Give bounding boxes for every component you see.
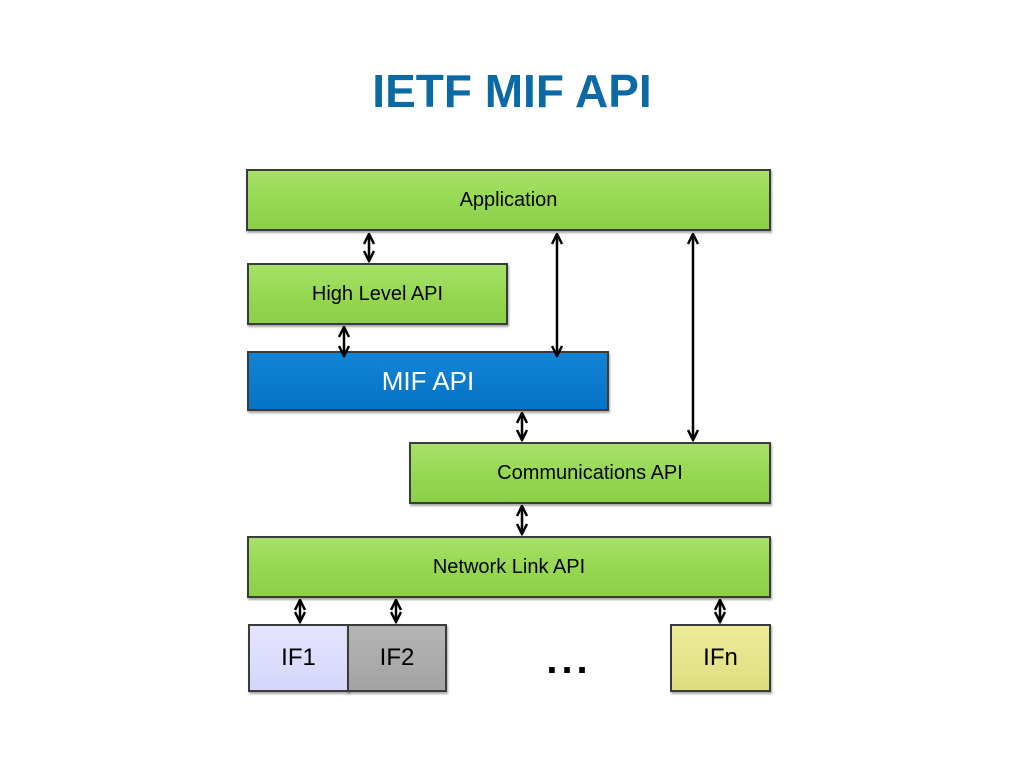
if2-box: IF2 (347, 624, 447, 692)
if2-label: IF2 (379, 644, 415, 671)
communications-api-label: Communications API (497, 461, 683, 484)
if1-label: IF1 (281, 644, 316, 671)
high-level-api-label: High Level API (311, 282, 444, 305)
ifn-box: IFn (670, 624, 771, 692)
application-box: Application (246, 169, 771, 231)
ellipsis-text: ... (546, 638, 592, 682)
page-title: IETF MIF API (372, 65, 652, 117)
mif-api-label: MIF API (381, 365, 475, 396)
ifn-label: IFn (703, 644, 738, 671)
communications-api-box: Communications API (409, 442, 771, 504)
network-link-api-label: Network Link API (432, 555, 586, 578)
application-label: Application (459, 188, 558, 211)
network-link-api-box: Network Link API (247, 536, 771, 598)
mif-api-box: MIF API (247, 351, 609, 411)
high-level-api-box: High Level API (247, 263, 508, 325)
